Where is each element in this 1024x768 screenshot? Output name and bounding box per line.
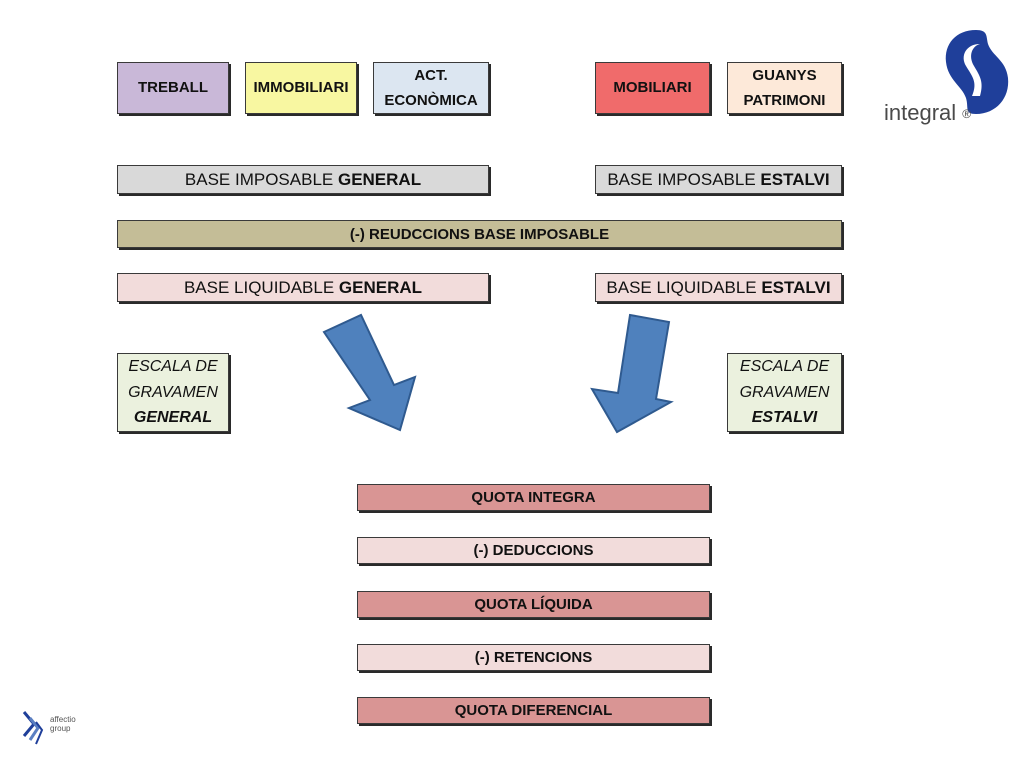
category-act-line1: ACT. [414, 66, 448, 84]
category-mobiliari-label: MOBILIARI [613, 79, 692, 97]
quota-deduccions-label: (-) DEDUCCIONS [473, 542, 594, 559]
category-treball-label: TREBALL [138, 79, 208, 97]
quota-diferencial-label: QUOTA DIFERENCIAL [454, 702, 613, 719]
base-imposable-estalvi-strong: ESTALVI [760, 169, 830, 189]
arrow-left-shape [322, 313, 417, 432]
base-liquidable-general-prefix: BASE LIQUIDABLE [183, 277, 339, 297]
quota-integra: QUOTA INTEGRA [357, 484, 710, 511]
quota-retencions-label: (-) RETENCIONS [474, 649, 593, 666]
category-treball: TREBALL [117, 62, 229, 114]
quota-integra-label: QUOTA INTEGRA [471, 489, 596, 506]
escala-estalvi-line2: GRAVAMEN [739, 383, 830, 401]
base-liquidable-estalvi: BASE LIQUIDABLE ESTALVI [595, 273, 842, 302]
base-imposable-general: BASE IMPOSABLE GENERAL [117, 165, 489, 194]
base-imposable-general-strong: GENERAL [337, 169, 422, 189]
affectio-logo-mark [22, 711, 44, 745]
escala-general-line3: GENERAL [133, 409, 213, 427]
base-liquidable-general-strong: GENERAL [338, 277, 423, 297]
arrow-right-shape [590, 313, 674, 434]
affectio-logo: affectio group [20, 710, 90, 746]
base-liquidable-general: BASE LIQUIDABLE GENERAL [117, 273, 489, 302]
escala-estalvi-line3: ESTALVI [751, 409, 818, 427]
affectio-logo-line1: affectio [50, 715, 76, 724]
escala-general-line2: GRAVAMEN [128, 383, 218, 401]
escala-gravamen-general: ESCALA DE GRAVAMEN GENERAL [117, 353, 229, 432]
reduccions-bar: (-) REUDCCIONS BASE IMPOSABLE [117, 220, 842, 248]
category-act-line2: ECONÒMICA [384, 92, 478, 109]
escala-estalvi-line1: ESCALA DE [739, 358, 830, 376]
escala-general-line1: ESCALA DE [128, 358, 218, 376]
integral-logo-text: integral [884, 100, 957, 125]
category-immobiliari: IMMOBILIARI [245, 62, 357, 114]
base-imposable-estalvi-prefix: BASE IMPOSABLE [607, 169, 761, 189]
category-guanys-line2: PATRIMONI [743, 92, 826, 109]
base-imposable-general-prefix: BASE IMPOSABLE [184, 169, 338, 189]
quota-retencions: (-) RETENCIONS [357, 644, 710, 671]
quota-liquida-label: QUOTA LÍQUIDA [474, 596, 593, 613]
base-liquidable-estalvi-prefix: BASE LIQUIDABLE [606, 277, 762, 297]
category-guanys-patrimoni: GUANYS PATRIMONI [727, 62, 842, 114]
escala-gravamen-estalvi: ESCALA DE GRAVAMEN ESTALVI [727, 353, 842, 432]
base-liquidable-estalvi-strong: ESTALVI [761, 277, 831, 297]
integral-registered: ® [962, 107, 972, 122]
base-imposable-estalvi: BASE IMPOSABLE ESTALVI [595, 165, 842, 194]
quota-liquida: QUOTA LÍQUIDA [357, 591, 710, 618]
reduccions-label: (-) REUDCCIONS BASE IMPOSABLE [349, 225, 610, 243]
quota-diferencial: QUOTA DIFERENCIAL [357, 697, 710, 724]
category-guanys-line1: GUANYS [752, 66, 817, 84]
affectio-logo-line2: group [50, 723, 71, 733]
category-immobiliari-label: IMMOBILIARI [253, 79, 349, 97]
category-act-economica: ACT. ECONÒMICA [373, 62, 489, 114]
category-mobiliari: MOBILIARI [595, 62, 710, 114]
integral-logo-mark [945, 30, 1009, 114]
integral-logo: integral ® [880, 26, 1010, 131]
quota-deduccions: (-) DEDUCCIONS [357, 537, 710, 564]
